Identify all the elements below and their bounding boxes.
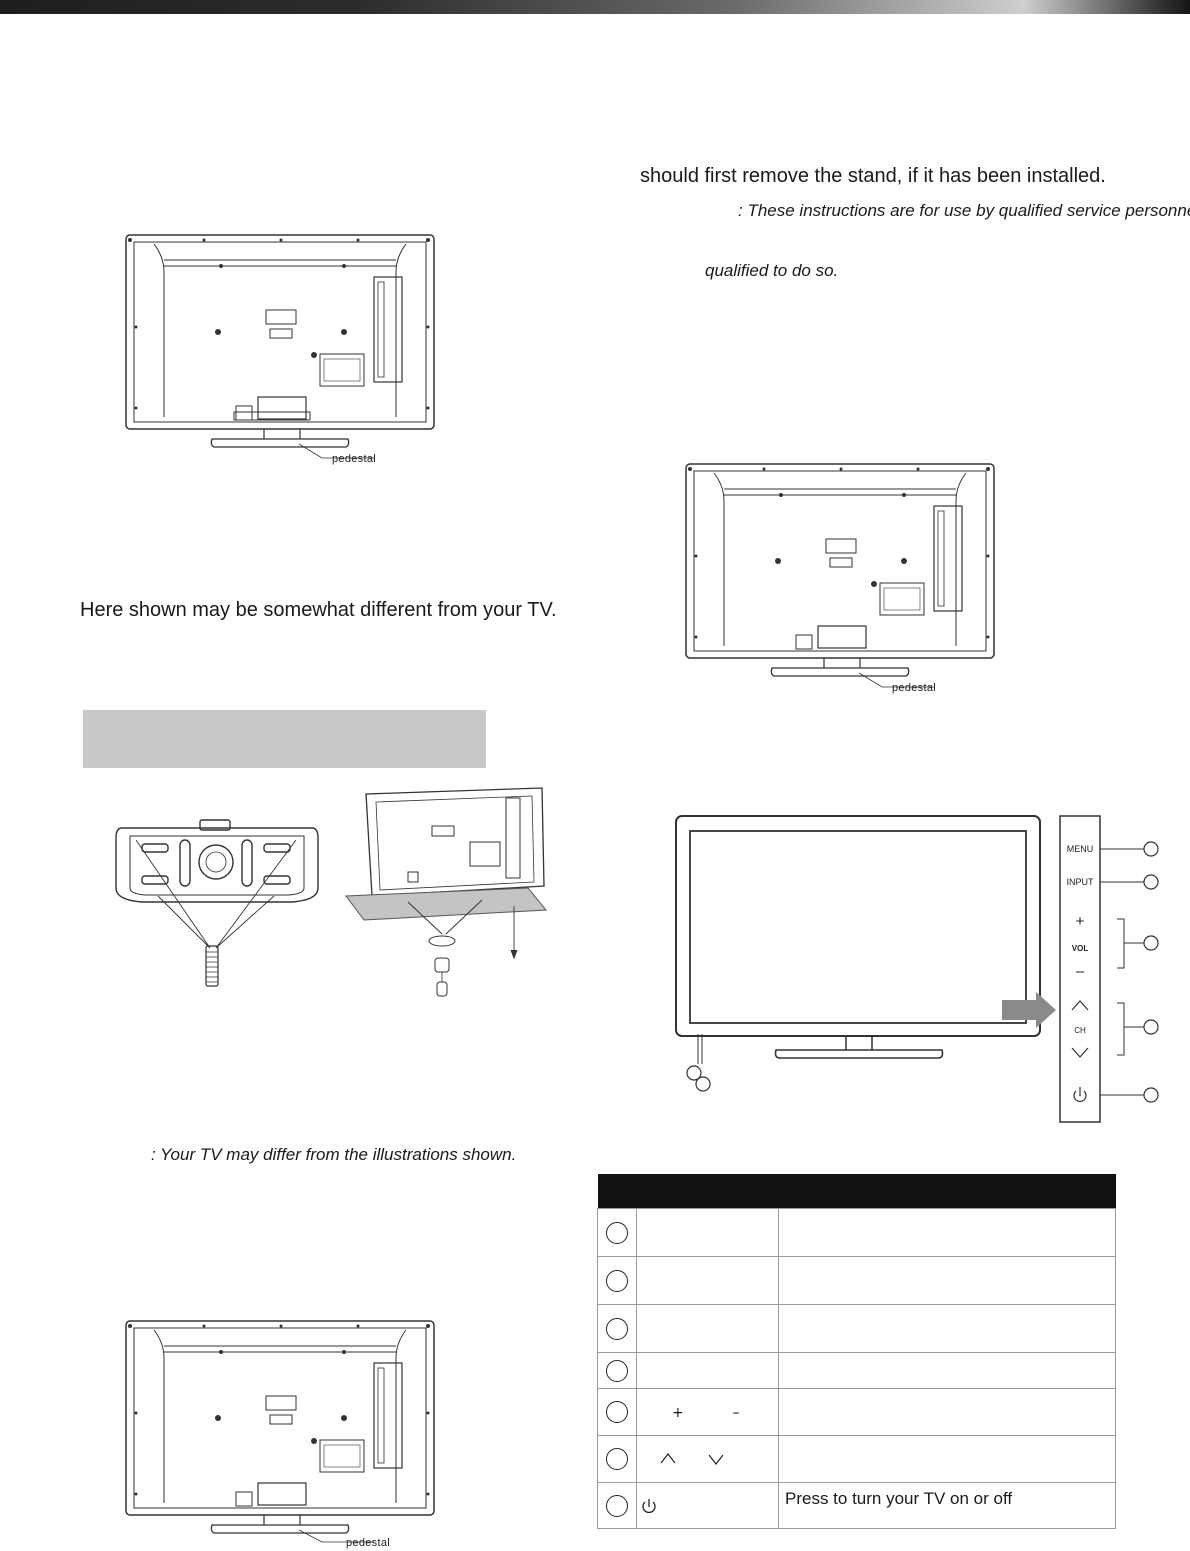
control-cell bbox=[636, 1482, 779, 1529]
pedestal-label-3: pedestal bbox=[346, 1537, 390, 1549]
description-cell bbox=[778, 1388, 1116, 1436]
control-cell bbox=[636, 1208, 779, 1257]
row-number-circle bbox=[606, 1359, 628, 1382]
header-number bbox=[597, 1174, 637, 1209]
chevron-up-icon bbox=[660, 1453, 676, 1464]
table-row bbox=[597, 1256, 1116, 1305]
description-cell bbox=[778, 1352, 1116, 1389]
side-vol-label: VOL bbox=[1072, 944, 1089, 953]
description-cell bbox=[778, 1256, 1116, 1305]
side-vol-minus-label: – bbox=[1076, 963, 1085, 980]
pedestal-label-2: pedestal bbox=[892, 682, 936, 694]
control-cell bbox=[636, 1435, 779, 1483]
illustration-note: : Your TV may differ from the illustrati… bbox=[151, 1145, 517, 1164]
description-cell bbox=[778, 1304, 1116, 1353]
row-number-circle bbox=[606, 1494, 628, 1517]
row-number-circle bbox=[606, 1269, 628, 1292]
side-menu-label: MENU bbox=[1067, 844, 1094, 854]
difference-note: Here shown may be somewhat different fro… bbox=[80, 599, 557, 621]
row-number-circle bbox=[606, 1448, 628, 1470]
stand-base-figure bbox=[115, 819, 319, 987]
table-row bbox=[597, 1352, 1116, 1389]
description-cell bbox=[778, 1435, 1116, 1483]
header-gradient-bar bbox=[0, 0, 1190, 14]
row-number-circle bbox=[606, 1221, 628, 1244]
service-note-line-2: qualified to do so. bbox=[705, 261, 839, 280]
row-number-circle bbox=[606, 1317, 628, 1340]
tv-back-figure-2: pedestal bbox=[685, 463, 995, 694]
header-description bbox=[778, 1174, 1116, 1209]
control-cell bbox=[636, 1352, 779, 1389]
side-ch-up-icon bbox=[1071, 1000, 1089, 1011]
side-vol-plus-label: + bbox=[1076, 913, 1085, 930]
minus-icon: – bbox=[732, 1405, 740, 1421]
stand-removal-text: should first remove the stand, if it has… bbox=[640, 165, 1106, 187]
chevron-down-icon bbox=[708, 1454, 724, 1466]
note-box bbox=[83, 710, 486, 768]
side-input-label: INPUT bbox=[1067, 877, 1095, 887]
table-row: + – bbox=[597, 1388, 1116, 1436]
header-control bbox=[636, 1174, 779, 1209]
control-cell bbox=[636, 1256, 779, 1305]
controls-table: + – Press to turn your bbox=[597, 1174, 1116, 1529]
description-cell: Press to turn your TV on or off bbox=[778, 1482, 1116, 1529]
control-cell bbox=[636, 1304, 779, 1353]
power-icon bbox=[642, 1498, 656, 1513]
plus-icon: + bbox=[672, 1405, 684, 1421]
service-note-line-1: : These instructions are for use by qual… bbox=[738, 201, 1190, 220]
table-row: Press to turn your TV on or off bbox=[597, 1482, 1116, 1529]
tv-front-figure: MENU INPUT + VOL – CH bbox=[675, 815, 1159, 1123]
side-ch-down-icon bbox=[1071, 1047, 1089, 1058]
pedestal-label-1: pedestal bbox=[332, 453, 376, 465]
tv-back-figure-1: pedestal bbox=[125, 234, 435, 465]
tv-back-figure-3: pedestal bbox=[125, 1320, 435, 1549]
control-cell: + – bbox=[636, 1388, 779, 1436]
tv-mounting-figure bbox=[345, 787, 548, 997]
table-row bbox=[597, 1435, 1116, 1483]
side-ch-label: CH bbox=[1074, 1026, 1086, 1035]
table-row bbox=[597, 1208, 1116, 1257]
description-cell bbox=[778, 1208, 1116, 1257]
side-power-icon bbox=[1073, 1090, 1087, 1102]
table-header-row bbox=[597, 1174, 1116, 1209]
table-row bbox=[597, 1304, 1116, 1353]
row-number-circle bbox=[606, 1401, 628, 1423]
